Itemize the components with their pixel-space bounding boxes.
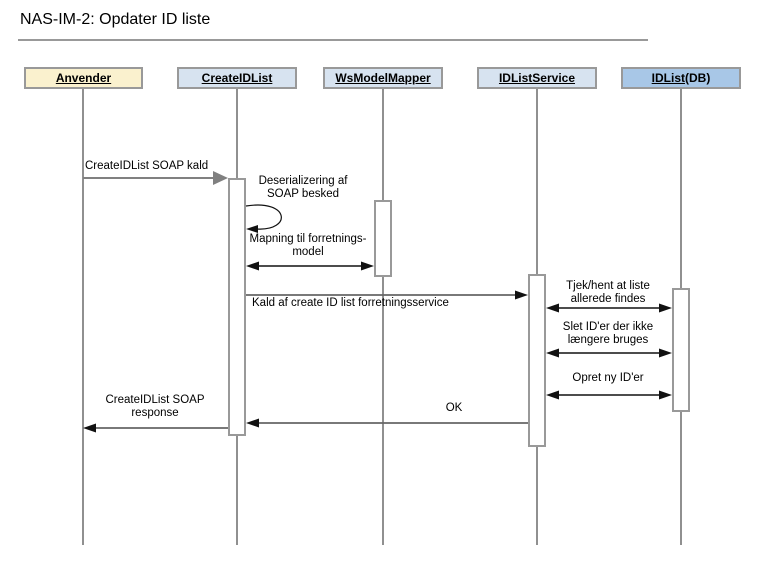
message-label-soap-kald: CreateIDList SOAP kald (85, 160, 209, 172)
participant-anvender-label: Anvender (55, 71, 112, 85)
arrowhead-right-icon (515, 290, 528, 300)
arrowhead-left-icon (246, 261, 259, 271)
participant-createidlist-label: CreateIDList (201, 71, 273, 85)
message-label-opret-ny-ider: Opret ny ID'er (572, 372, 644, 384)
message-label-deserializering: Deserializering af SOAP besked (258, 175, 348, 200)
arrow-self-loop-deserializering (245, 204, 282, 233)
activation-bar-wsmodelmapper (374, 200, 392, 277)
arrowhead-right-icon (659, 303, 672, 313)
arrow-kald-forretningsservice (246, 290, 528, 300)
message-label-ok: OK (445, 402, 463, 414)
participant-idlistdb-box: IDList(DB) (621, 67, 741, 89)
arrow-slet-ider (546, 348, 672, 358)
participant-wsmodelmapper-label: WsModelMapper (335, 71, 431, 85)
arrowhead-left-icon (546, 390, 559, 400)
arrowhead-left-icon (246, 418, 259, 428)
message-label-mapning: Mapning til forretnings- model (249, 233, 367, 258)
participant-wsmodelmapper-box: WsModelMapper (323, 67, 443, 89)
activation-bar-idlistdb (672, 288, 690, 412)
lifeline-anvender (82, 88, 84, 545)
title-rule (18, 39, 648, 41)
activation-bar-createidlist (228, 178, 246, 436)
participant-createidlist-box: CreateIDList (177, 67, 297, 89)
arrowhead-left-icon (546, 303, 559, 313)
arrow-mapning (246, 261, 374, 271)
arrowhead-left-icon (546, 348, 559, 358)
lifeline-wsmodelmapper (382, 88, 384, 545)
arrowhead-right-icon (659, 348, 672, 358)
diagram-title: NAS-IM-2: Opdater ID liste (20, 11, 211, 28)
arrowhead-right-icon (659, 390, 672, 400)
arrow-ok (246, 418, 528, 428)
arrowhead-left-icon (246, 225, 258, 233)
activation-bar-idlistservice (528, 274, 546, 447)
arrow-opret-ny-ider (546, 390, 672, 400)
participant-idlistservice-box: IDListService (477, 67, 597, 89)
participant-anvender-box: Anvender (24, 67, 143, 89)
message-label-soap-response: CreateIDList SOAP response (105, 394, 205, 419)
arrowhead-right-icon (361, 261, 374, 271)
arrow-soap-response (83, 423, 228, 433)
arrowhead-left-icon (83, 423, 96, 433)
participant-idlistservice-label: IDListService (498, 71, 576, 85)
arrowhead-right-icon (213, 171, 228, 185)
participant-idlistdb-label: IDList(DB) (651, 71, 711, 85)
arrow-tjek-hent (546, 303, 672, 313)
message-label-slet-ider: Slet ID'er der ikke længere bruges (562, 321, 654, 346)
message-label-kald-service: Kald af create ID list forretningsservic… (252, 297, 449, 309)
message-label-tjek-hent: Tjek/hent at liste allerede findes (566, 280, 650, 305)
arrow-createidlist-soap-kald (83, 171, 228, 185)
